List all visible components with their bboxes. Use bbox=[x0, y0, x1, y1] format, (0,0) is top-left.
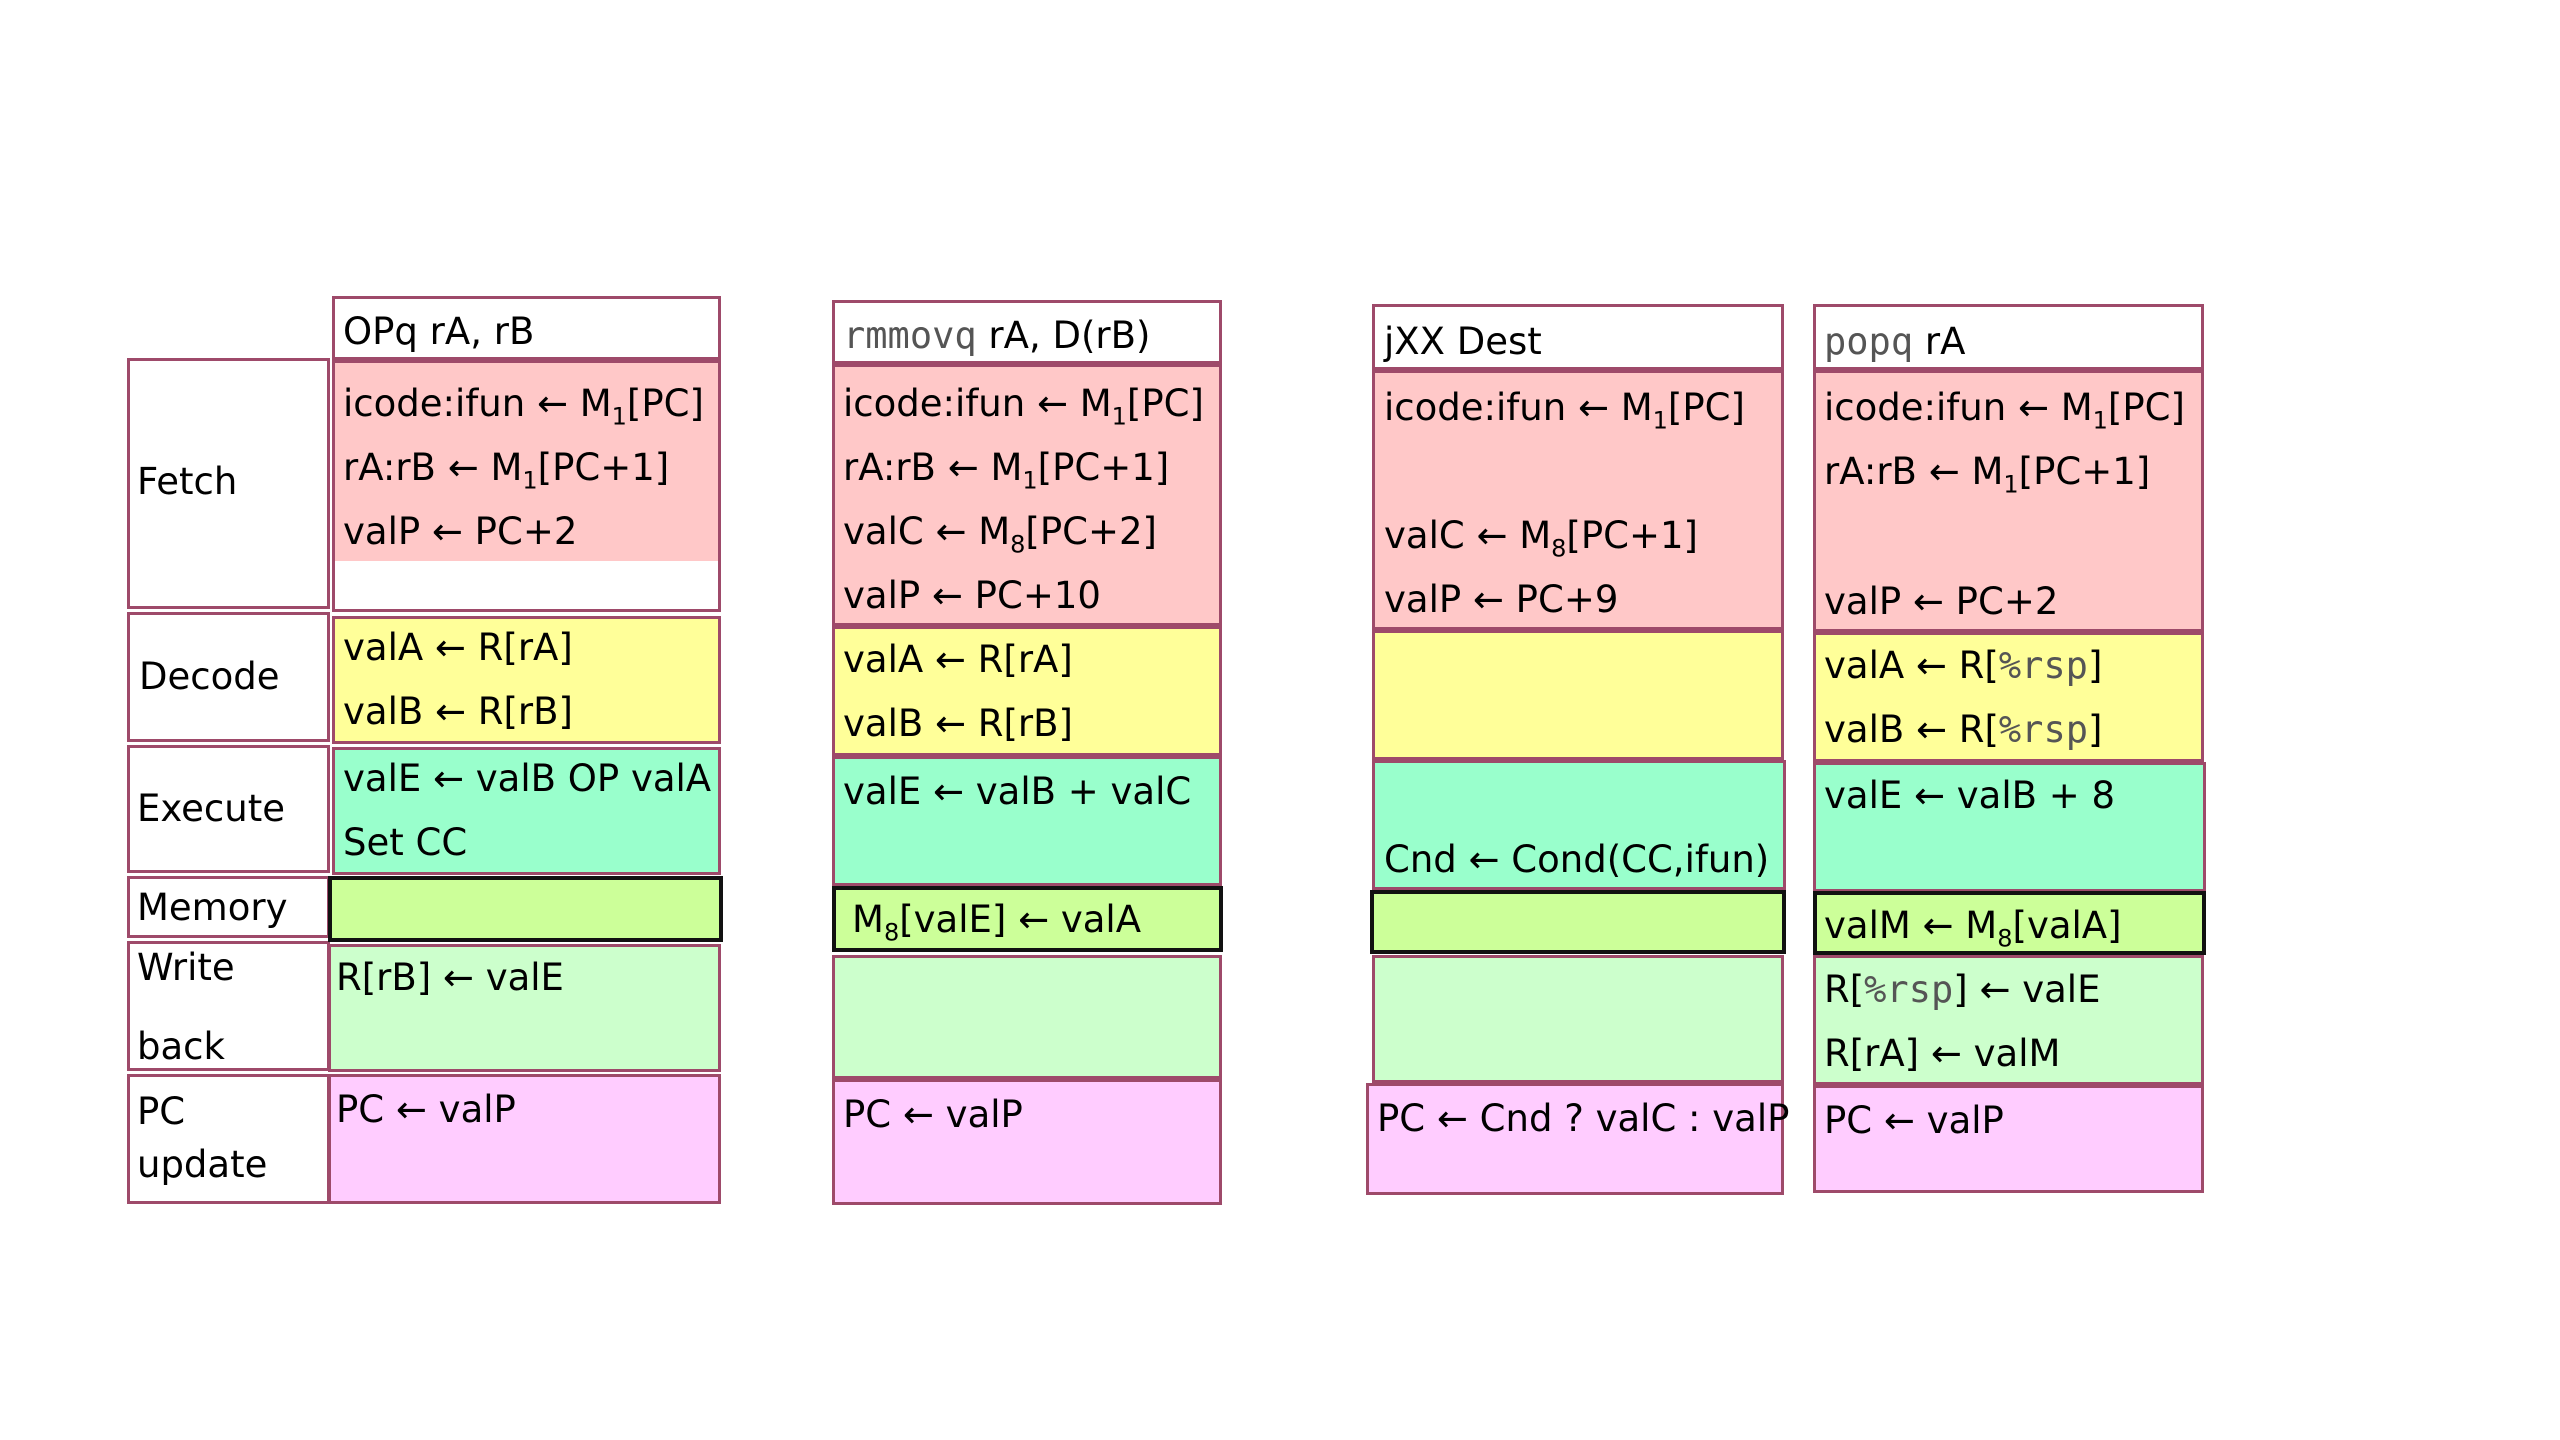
col2-fetch-line-3: valC ← M8[PC+2] bbox=[843, 510, 1157, 559]
col1-memory-box bbox=[328, 876, 723, 942]
stage-memory-label: Memory bbox=[137, 886, 288, 929]
col2-fetch-line-1: icode:ifun ← M1[PC] bbox=[843, 382, 1204, 431]
col4-header bbox=[1813, 304, 2204, 370]
col4-decode-box bbox=[1813, 632, 2204, 762]
col4-pc-box bbox=[1813, 1085, 2204, 1193]
stage-pc-label-1: PC bbox=[137, 1090, 186, 1133]
col4-write-box bbox=[1813, 955, 2204, 1085]
col4-execute-line-1: valE ← valB + 8 bbox=[1824, 774, 2116, 817]
col2-fetch-box bbox=[832, 364, 1222, 626]
col1-header bbox=[332, 296, 721, 360]
col1-execute-box bbox=[332, 747, 721, 875]
col4-write-line-2: R[rA] ← valM bbox=[1824, 1032, 2061, 1075]
col1-decode-box bbox=[332, 616, 721, 744]
stage-execute-label: Execute bbox=[137, 787, 285, 830]
col2-execute-box bbox=[832, 756, 1222, 886]
col4-pc-line-1: PC ← valP bbox=[1824, 1099, 2004, 1142]
stage-decode-label: Decode bbox=[139, 655, 280, 698]
col4-memory-box bbox=[1813, 891, 2206, 955]
col3-fetch-line-3: valC ← M8[PC+1] bbox=[1384, 514, 1698, 563]
col2-decode-box bbox=[832, 626, 1222, 756]
col3-header bbox=[1372, 304, 1784, 370]
col2-write-box bbox=[832, 955, 1222, 1079]
stage-fetch-label: Fetch bbox=[137, 460, 238, 503]
col1-header-text: OPq rA, rB bbox=[343, 310, 535, 353]
col1-fetch-fill bbox=[335, 363, 718, 561]
col3-fetch-line-4: valP ← PC+9 bbox=[1384, 578, 1619, 621]
col3-decode-box bbox=[1372, 630, 1784, 760]
col4-decode-line-2: valB ← R[%rsp] bbox=[1824, 708, 2103, 751]
col2-pc-line-1: PC ← valP bbox=[843, 1093, 1023, 1136]
col2-memory-line-1: M8[valE] ← valA bbox=[852, 898, 1142, 947]
col3-pc-line-1: PC ← Cnd ? valC : valP bbox=[1377, 1097, 1790, 1140]
col2-memory-box bbox=[832, 886, 1223, 952]
col1-pc-box bbox=[328, 1074, 721, 1204]
col3-header-text: jXX Dest bbox=[1384, 320, 1542, 363]
col4-fetch-line-1: icode:ifun ← M1[PC] bbox=[1824, 386, 2185, 435]
col4-header-text: popq rA bbox=[1824, 320, 1966, 363]
stage-memory-box bbox=[127, 876, 330, 938]
stage-write-label-2: back bbox=[137, 1025, 225, 1068]
col2-fetch-line-4: valP ← PC+10 bbox=[843, 574, 1101, 617]
col3-execute-line-2: Cnd ← Cond(CC,ifun) bbox=[1384, 838, 1770, 881]
col4-decode-line-1: valA ← R[%rsp] bbox=[1824, 644, 2103, 687]
col2-header bbox=[832, 300, 1222, 364]
col1-execute-line-1: valE ← valB OP valA bbox=[343, 757, 712, 800]
col4-write-line-1: R[%rsp] ← valE bbox=[1824, 968, 2101, 1011]
col2-decode-line-2: valB ← R[rB] bbox=[843, 702, 1073, 745]
col4-execute-box bbox=[1813, 762, 2206, 892]
col1-decode-line-2: valB ← R[rB] bbox=[343, 690, 573, 733]
col1-fetch-line-1: icode:ifun ← M1[PC] bbox=[343, 382, 704, 431]
stage-fetch-box bbox=[127, 358, 330, 609]
col4-memory-line-1: valM ← M8[valA] bbox=[1824, 904, 2122, 953]
col2-pc-box bbox=[832, 1079, 1222, 1205]
col1-fetch-line-3: valP ← PC+2 bbox=[343, 510, 578, 553]
col4-fetch-line-4: valP ← PC+2 bbox=[1824, 580, 2059, 623]
stage-write-label-1: Write bbox=[137, 946, 235, 989]
col2-header-text: rmmovq rA, D(rB) bbox=[843, 314, 1151, 357]
col1-pc-line-1: PC ← valP bbox=[336, 1088, 516, 1131]
col3-fetch-box bbox=[1372, 370, 1784, 630]
col1-write-line-1: R[rB] ← valE bbox=[336, 956, 564, 999]
col2-fetch-line-2: rA:rB ← M1[PC+1] bbox=[843, 446, 1170, 495]
col2-execute-line-1: valE ← valB + valC bbox=[843, 770, 1192, 813]
col4-fetch-line-2: rA:rB ← M1[PC+1] bbox=[1824, 450, 2151, 499]
col1-fetch-line-2: rA:rB ← M1[PC+1] bbox=[343, 446, 670, 495]
col3-memory-box bbox=[1370, 890, 1786, 954]
col3-pc-box bbox=[1366, 1083, 1784, 1195]
stage-pc-box bbox=[127, 1074, 330, 1204]
stage-execute-box bbox=[127, 745, 330, 873]
col3-write-box bbox=[1372, 955, 1784, 1083]
stage-decode-box bbox=[127, 612, 330, 742]
col1-decode-line-1: valA ← R[rA] bbox=[343, 626, 573, 669]
col4-fetch-box bbox=[1813, 370, 2204, 632]
col1-write-box bbox=[328, 944, 721, 1072]
col3-fetch-line-1: icode:ifun ← M1[PC] bbox=[1384, 386, 1745, 435]
stage-pc-label-2: update bbox=[137, 1143, 268, 1186]
stage-write-box bbox=[127, 941, 330, 1071]
col3-execute-box bbox=[1372, 760, 1786, 890]
col2-decode-line-1: valA ← R[rA] bbox=[843, 638, 1073, 681]
col1-execute-line-2: Set CC bbox=[343, 821, 468, 864]
